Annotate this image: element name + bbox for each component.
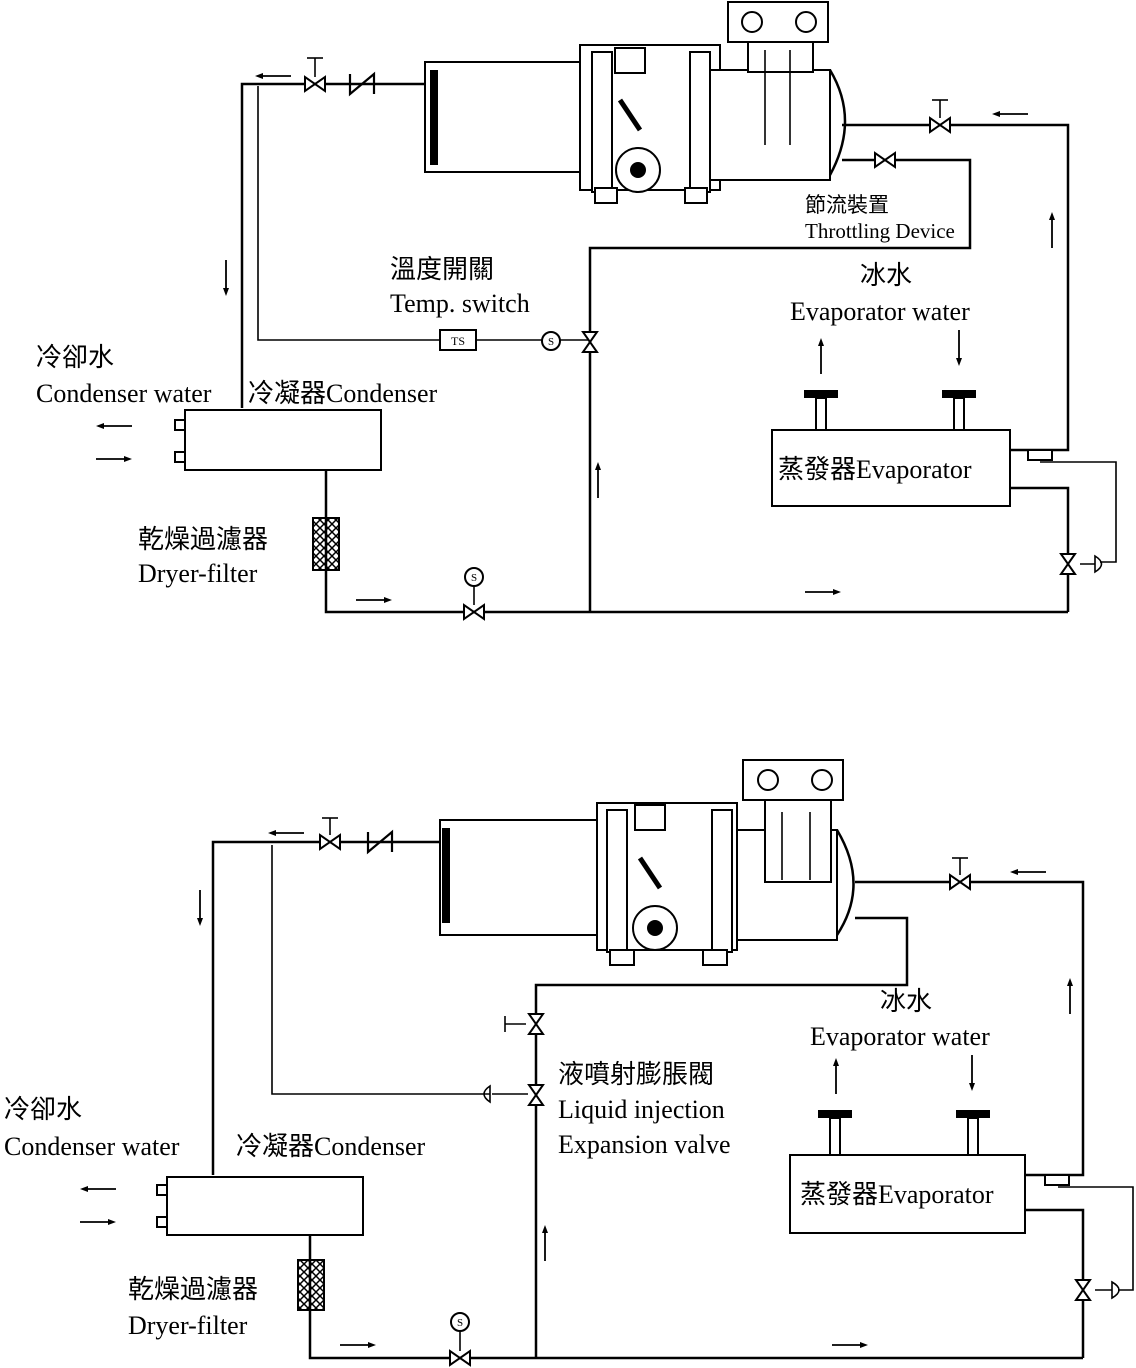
compressor-top	[424, 1, 847, 204]
condenser-label: 冷凝器Condenser	[248, 379, 438, 408]
gauge-symbol: S	[548, 336, 554, 348]
cooling-water-zh-b: 冷卻水	[4, 1095, 82, 1124]
dryer-en: Dryer-filter	[138, 559, 258, 588]
temp-switch-en: Temp. switch	[390, 289, 530, 318]
chilled-water-zh-b: 冰水	[880, 987, 932, 1016]
temp-switch-zh: 溫度開關	[390, 255, 494, 284]
chilled-water-zh: 冰水	[860, 261, 912, 290]
cooling-water-en: Condenser water	[36, 379, 212, 408]
chilled-water-en: Evaporator water	[790, 297, 970, 326]
dryer-en-b: Dryer-filter	[128, 1311, 248, 1340]
throttle-zh: 節流裝置	[805, 193, 889, 217]
liquid-valve-zh: 液噴射膨脹閥	[558, 1060, 714, 1089]
condenser-label-b: 冷凝器Condenser	[236, 1132, 426, 1161]
cooling-water-en-b: Condenser water	[4, 1132, 180, 1161]
bottom-diagram: S 冷卻水 Condenser water 冷凝器Condenser	[4, 759, 1134, 1366]
dryer-zh: 乾燥過濾器	[138, 525, 268, 554]
evaporator-top	[771, 429, 1011, 507]
evaporator-label: 蒸發器Evaporator	[778, 455, 972, 484]
cooling-water-zh: 冷卻水	[36, 343, 114, 372]
top-diagram: TS S S	[36, 1, 1117, 620]
condenser-bottom	[166, 1176, 364, 1236]
condenser-top	[184, 409, 382, 471]
evaporator-label-b: 蒸發器Evaporator	[800, 1180, 994, 1209]
liquid-valve-en2: Expansion valve	[558, 1130, 731, 1159]
dryer-zh-b: 乾燥過濾器	[128, 1275, 258, 1304]
liquid-valve-en1: Liquid injection	[558, 1095, 725, 1124]
evaporator-bottom	[789, 1154, 1026, 1234]
ts-tag: TS	[451, 334, 465, 348]
dryer-filter-top	[312, 517, 340, 571]
gauge-symbol-3: S	[457, 1317, 463, 1329]
throttle-en: Throttling Device	[805, 219, 955, 243]
gauge-symbol-2: S	[471, 572, 477, 584]
chilled-water-en-b: Evaporator water	[810, 1022, 990, 1051]
compressor-bottom	[439, 759, 855, 966]
dryer-filter-bottom	[297, 1259, 325, 1311]
